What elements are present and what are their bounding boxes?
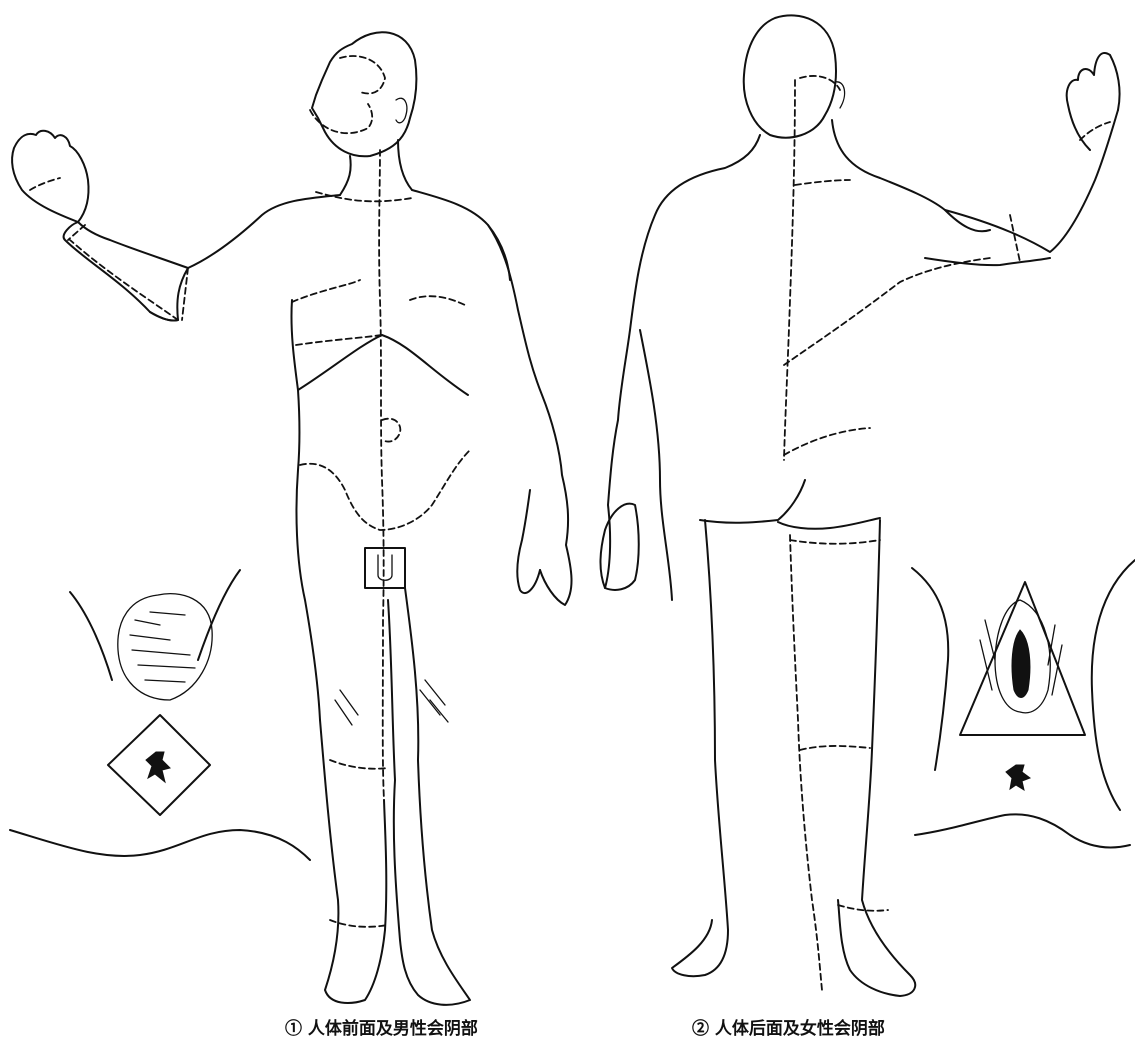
front-costal-arch — [298, 335, 468, 395]
front-left-hand — [12, 131, 88, 222]
front-ear — [396, 98, 407, 123]
anus-mark — [146, 752, 170, 782]
front-arm-boundary — [68, 225, 188, 320]
front-head-outline — [312, 32, 416, 156]
vulva-opening — [1012, 630, 1030, 698]
front-body-figure — [12, 32, 571, 1005]
front-right-leg — [388, 588, 470, 1005]
back-leg-midline — [790, 535, 822, 990]
front-groin-line — [300, 450, 470, 530]
back-figure-caption: ② 人体后面及女性会阴部 — [692, 1014, 885, 1039]
front-face-boundary — [310, 56, 385, 133]
scrotum-hatch — [130, 612, 195, 682]
front-midline — [379, 150, 384, 800]
inset-buttock-curve — [10, 830, 310, 860]
male-perineum-inset — [10, 570, 310, 860]
back-body-figure — [600, 15, 1119, 996]
front-left-arm — [64, 222, 188, 321]
back-diagonal-line — [784, 258, 990, 365]
female-perineum-inset — [912, 560, 1135, 848]
back-right-hand — [1067, 53, 1120, 150]
back-left-leg — [672, 520, 728, 976]
back-waist-line — [784, 428, 870, 455]
front-hand-boundary — [30, 178, 60, 190]
back-buttocks — [700, 480, 880, 529]
back-thigh-line — [790, 540, 880, 544]
front-genital-mark — [378, 555, 392, 580]
front-rib-line — [296, 335, 382, 345]
front-navel — [382, 419, 400, 442]
female-inset-buttocks — [915, 814, 1130, 847]
scrotum-outline — [118, 594, 212, 700]
front-genital-region — [365, 548, 405, 588]
back-right-leg — [838, 520, 915, 996]
front-right-arm — [488, 225, 540, 593]
back-knee-line — [800, 746, 888, 911]
front-neck — [340, 140, 412, 195]
front-chest-line — [292, 280, 465, 305]
back-shoulder-line — [795, 76, 850, 185]
back-left-hand — [600, 504, 638, 590]
front-left-leg — [320, 720, 386, 1003]
female-anus-mark — [1006, 765, 1030, 790]
front-figure-caption: ① 人体前面及男性会阴部 — [285, 1014, 478, 1039]
inset-left-thigh — [70, 570, 240, 680]
